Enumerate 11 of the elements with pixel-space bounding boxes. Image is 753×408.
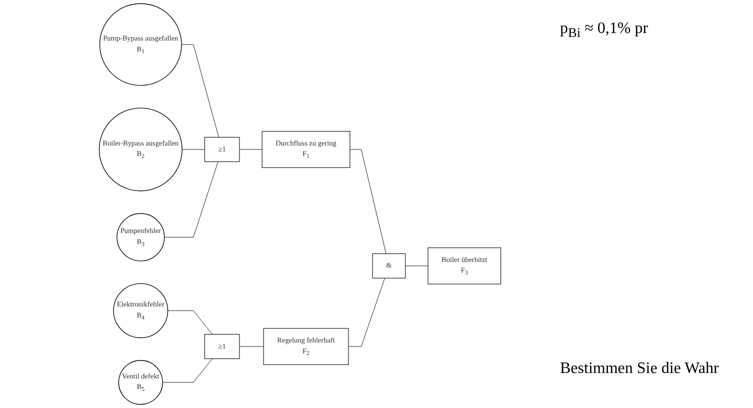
connector bbox=[168, 310, 213, 335]
connector bbox=[182, 149, 205, 150]
connector bbox=[348, 278, 385, 347]
connector bbox=[239, 149, 262, 150]
connector bbox=[162, 358, 213, 383]
connector bbox=[239, 346, 264, 347]
connector bbox=[164, 161, 218, 238]
connector bbox=[181, 44, 219, 138]
task-text: Bestimmen Sie die Wahr bbox=[560, 360, 719, 378]
formula-text: p$_{Bi}$ ≈ 0,1% pr bbox=[560, 20, 648, 42]
connector bbox=[350, 149, 386, 254]
